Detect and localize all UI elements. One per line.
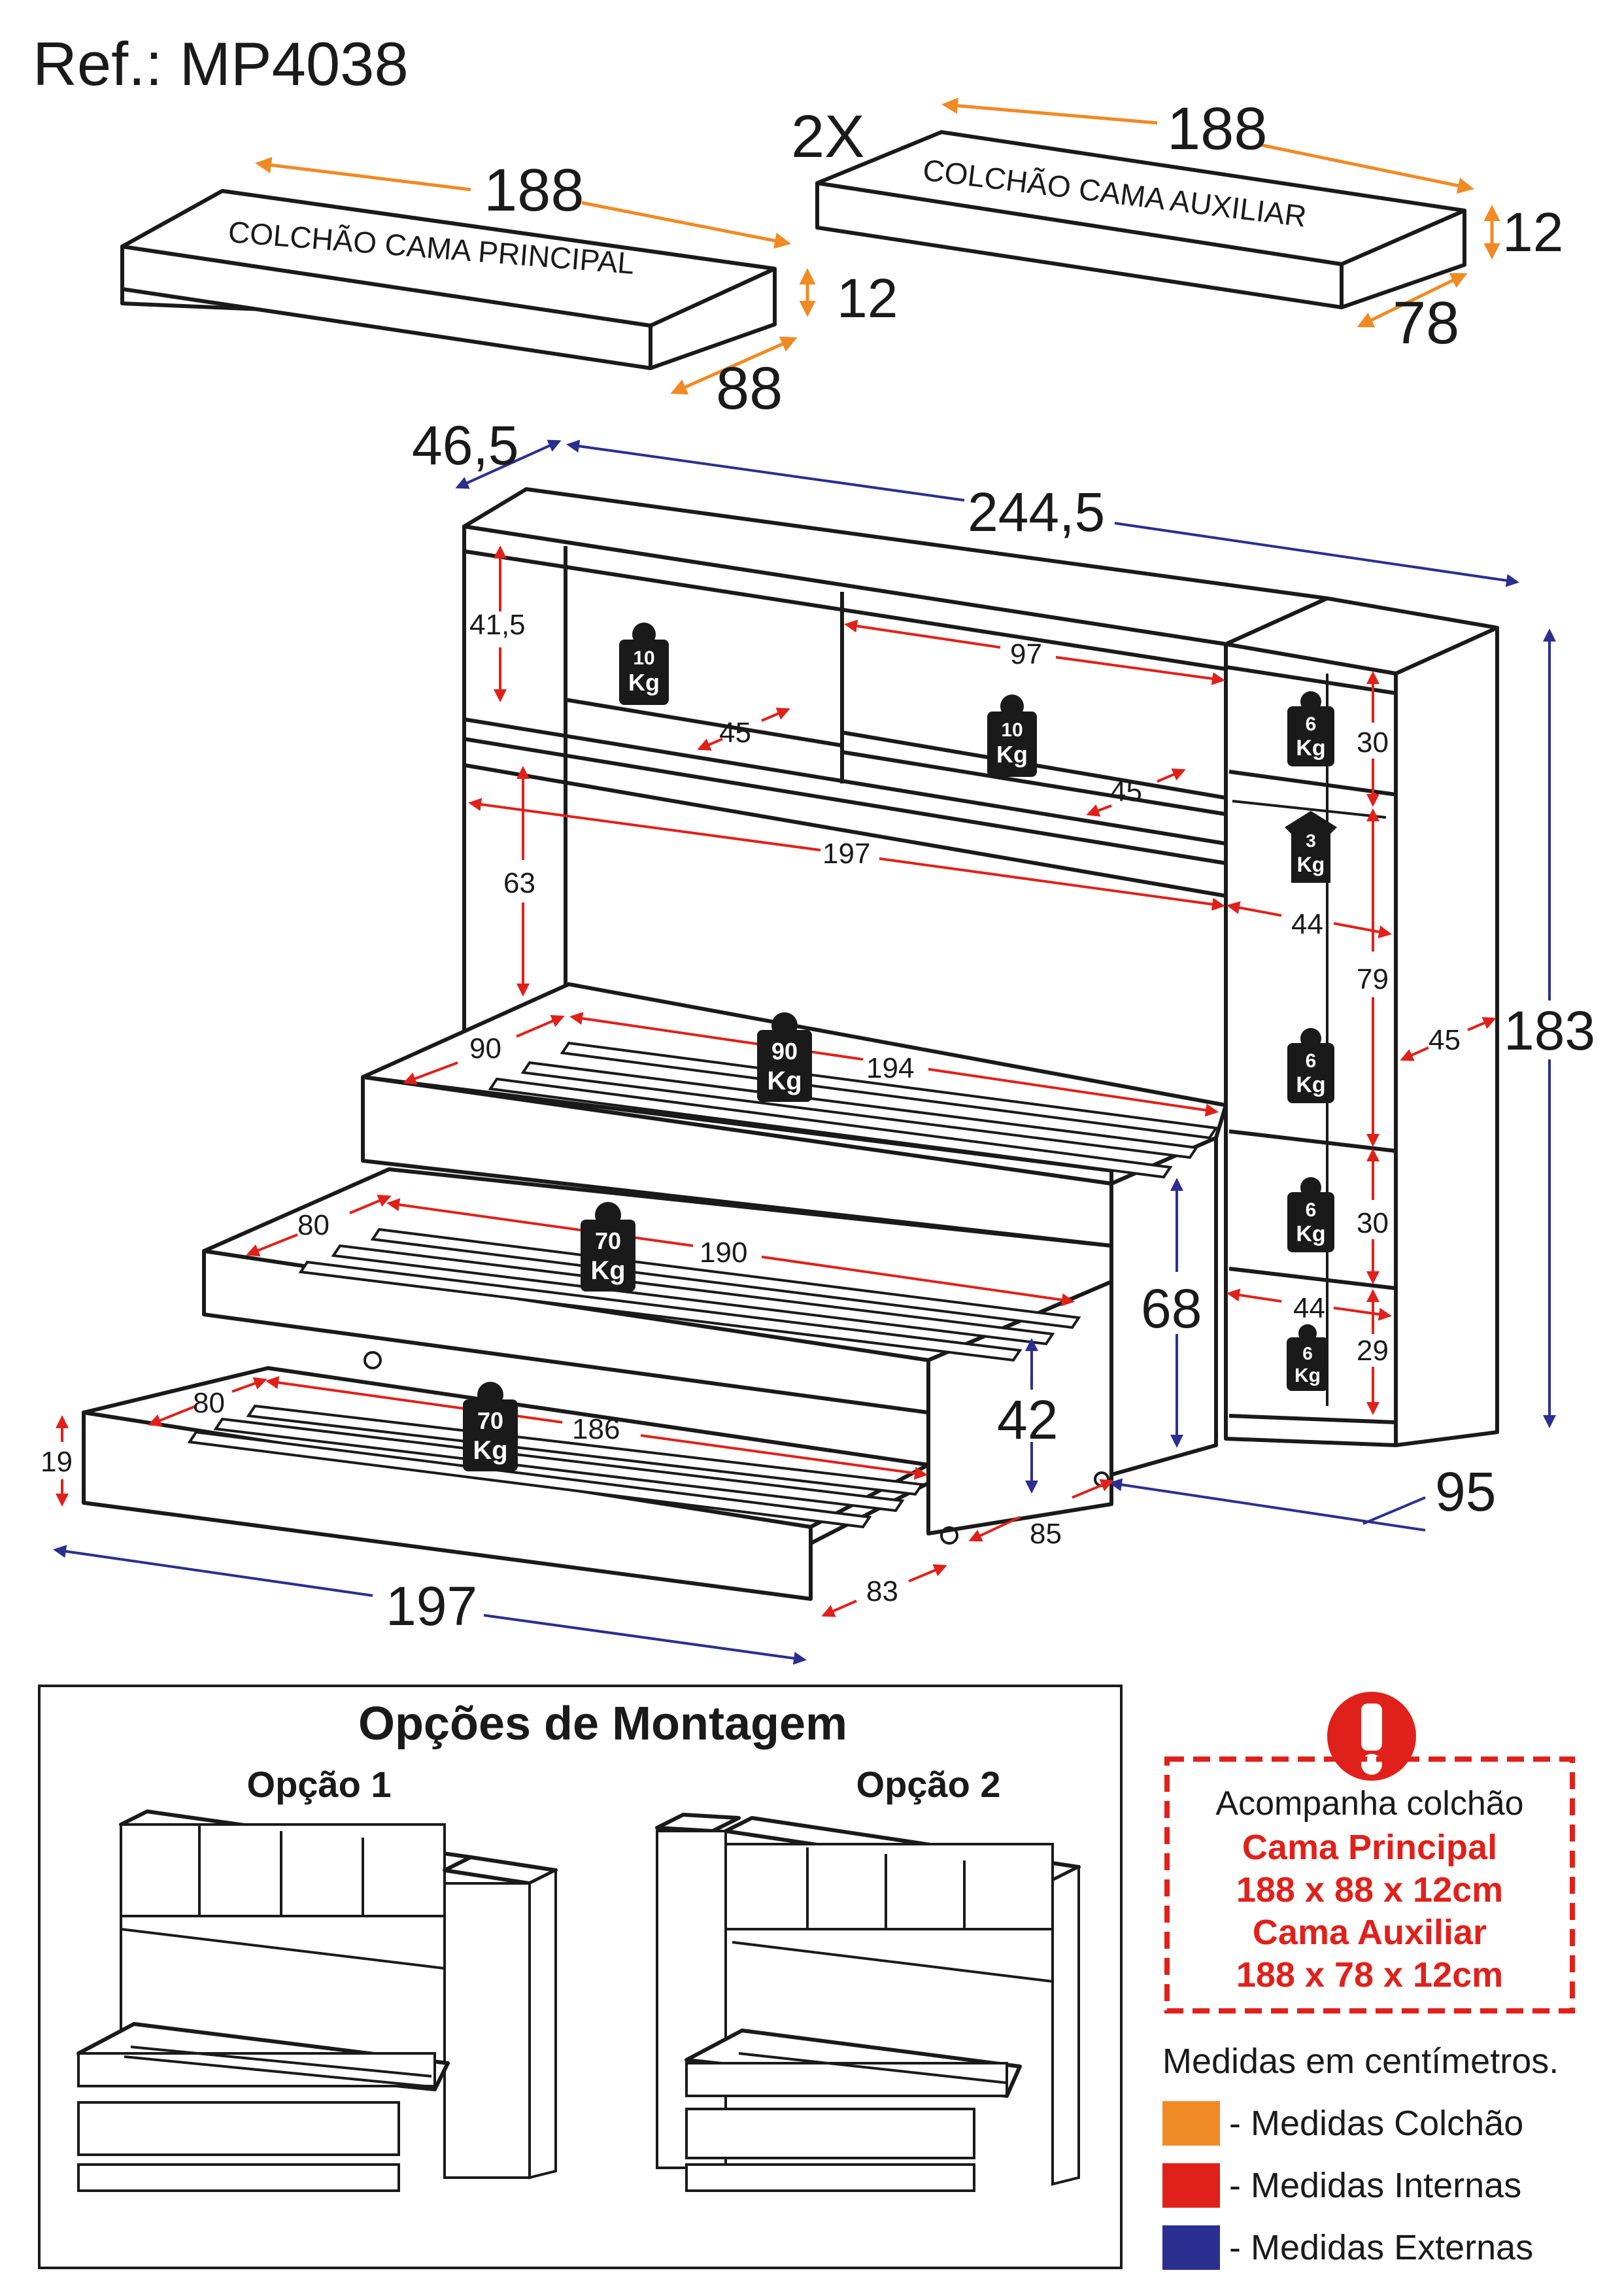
svg-text:10: 10 (633, 647, 654, 669)
svg-text:Kg: Kg (767, 1067, 802, 1095)
weight-tag-6kg-bottom: 6 Kg (1287, 1324, 1328, 1391)
option2-label: Opção 2 (856, 1764, 1001, 1805)
ext-trundle-height: 42 (997, 1389, 1058, 1450)
legend-swatch-external (1162, 2225, 1220, 2270)
int-col-79: 79 (1357, 963, 1389, 995)
int-col-44b: 44 (1293, 1292, 1325, 1324)
legend-swatch-internal (1162, 2163, 1220, 2208)
main-mattress-length: 188 (484, 157, 584, 224)
main-mattress-height: 12 (837, 267, 898, 329)
svg-text:Kg: Kg (1296, 736, 1325, 761)
int-bed-opening-width: 197 (822, 838, 870, 870)
svg-text:6: 6 (1302, 1343, 1313, 1363)
weight-tag-6kg-top: 6 Kg (1287, 691, 1334, 766)
svg-text:Kg: Kg (1294, 1365, 1321, 1386)
int-bed3-length: 186 (572, 1413, 620, 1445)
svg-text:Kg: Kg (590, 1256, 625, 1285)
aux-mattress-length: 188 (1167, 95, 1268, 162)
int-bed3-width: 80 (193, 1387, 225, 1419)
svg-text:Kg: Kg (996, 741, 1028, 768)
svg-text:Kg: Kg (1296, 1072, 1325, 1097)
legend-internal: - Medidas Internas (1229, 2166, 1521, 2205)
int-bed3-height: 19 (41, 1446, 73, 1478)
weight-tag-70kg-lower: 70 Kg (463, 1382, 518, 1471)
option1-label: Opção 1 (247, 1764, 392, 1805)
weight-tag-6kg-mid: 6 Kg (1287, 1028, 1334, 1103)
svg-text:Kg: Kg (1297, 853, 1325, 876)
svg-text:70: 70 (595, 1227, 621, 1254)
int-col-30a: 30 (1357, 727, 1389, 759)
assembly-options-title: Opções de Montagem (358, 1698, 847, 1750)
weight-tag-3kg-hanger: 3 Kg (1285, 811, 1337, 883)
aux-mattress-qty: 2X (791, 103, 865, 170)
ext-width-bottom: 197 (386, 1575, 477, 1637)
svg-text:Kg: Kg (1296, 1222, 1325, 1246)
int-bed2-length: 190 (700, 1237, 747, 1269)
notice-line2: Cama Principal (1242, 1828, 1497, 1867)
legend-external: - Medidas Externas (1229, 2228, 1533, 2267)
ext-height: 183 (1504, 1000, 1595, 1061)
svg-text:Kg: Kg (473, 1436, 507, 1465)
legend-units: Medidas em centímetros. (1162, 2042, 1559, 2081)
weight-tag-10kg-left: 10 Kg (619, 623, 669, 705)
svg-text:10: 10 (1001, 719, 1023, 741)
option2-thumbnail (655, 1813, 1081, 2192)
reference-title: Ref.: MP4038 (33, 29, 409, 98)
option1-thumbnail (76, 1809, 558, 2192)
int-bed1-width: 90 (469, 1033, 501, 1065)
aux-mattress: COLCHÃO CAMA AUXILIAR 2X 188 12 78 (791, 95, 1563, 356)
svg-text:3: 3 (1306, 831, 1316, 851)
svg-text:6: 6 (1306, 713, 1317, 735)
aux-mattress-width: 78 (1393, 290, 1459, 356)
ext-bed-height: 68 (1141, 1278, 1202, 1339)
weight-tag-6kg-lower: 6 Kg (1287, 1177, 1334, 1252)
main-bed-slats (488, 1041, 1219, 1179)
legend-mattress: - Medidas Colchão (1229, 2104, 1523, 2143)
notice-line4: Cama Auxiliar (1253, 1913, 1487, 1952)
int-niche-depth-2: 45 (1110, 776, 1142, 808)
main-mattress-width: 88 (716, 355, 783, 422)
int-col-29: 29 (1357, 1335, 1389, 1367)
internal-dimensions: 41,5 45 97 45 197 63 90 194 80 190 80 18… (41, 545, 1497, 1617)
legend-swatch-mattress (1162, 2101, 1220, 2146)
main-mattress: COLCHÃO CAMA PRINCIPAL 188 12 88 (120, 157, 898, 422)
notice-line3: 188 x 88 x 12cm (1236, 1870, 1503, 1910)
int-niche-height: 41,5 (469, 609, 526, 641)
int-depth-85: 85 (1030, 1518, 1062, 1550)
mattress-notice: Acompanha colchão Cama Principal 188 x 8… (1164, 1692, 1575, 2013)
assembly-options-panel: Opções de Montagem Opção 1 Opção 2 (38, 1685, 1123, 2269)
int-depth-83: 83 (866, 1575, 898, 1607)
aux-mattress-height: 12 (1502, 201, 1563, 263)
svg-text:Kg: Kg (628, 669, 660, 696)
svg-text:6: 6 (1306, 1050, 1317, 1072)
trundle1-slats (298, 1227, 1081, 1362)
furniture-drawing (82, 487, 1499, 1601)
int-side-depth: 45 (1429, 1024, 1461, 1056)
external-dimensions: 46,5 244,5 183 95 197 68 42 (53, 415, 1595, 1665)
ext-width-top: 244,5 (968, 481, 1105, 543)
int-niche-width: 97 (1010, 638, 1042, 670)
weight-tags: 10 Kg 10 Kg 6 Kg 3 Kg 6 Kg (463, 623, 1337, 1471)
notice-line1: Acompanha colchão (1215, 1785, 1523, 1823)
int-niche-depth-1: 45 (719, 717, 751, 749)
svg-text:70: 70 (477, 1407, 503, 1434)
int-col-44a: 44 (1291, 908, 1323, 940)
trundle2-slats (187, 1404, 924, 1529)
svg-text:6: 6 (1306, 1199, 1317, 1221)
weight-tag-70kg-upper: 70 Kg (581, 1202, 635, 1292)
int-bed2-width: 80 (297, 1209, 330, 1241)
weight-tag-90kg: 90 Kg (757, 1012, 812, 1102)
weight-tag-10kg-right: 10 Kg (987, 694, 1037, 777)
legend: Medidas em centímetros. - Medidas Colchã… (1162, 2042, 1559, 2270)
int-col-30b: 30 (1357, 1207, 1389, 1239)
ext-depth: 95 (1435, 1461, 1496, 1522)
int-bed1-length: 194 (866, 1052, 914, 1084)
notice-line5: 188 x 78 x 12cm (1236, 1955, 1503, 1995)
ext-depth-top: 46,5 (412, 415, 519, 476)
int-bed-opening-height: 63 (503, 867, 535, 899)
svg-text:90: 90 (771, 1038, 798, 1065)
